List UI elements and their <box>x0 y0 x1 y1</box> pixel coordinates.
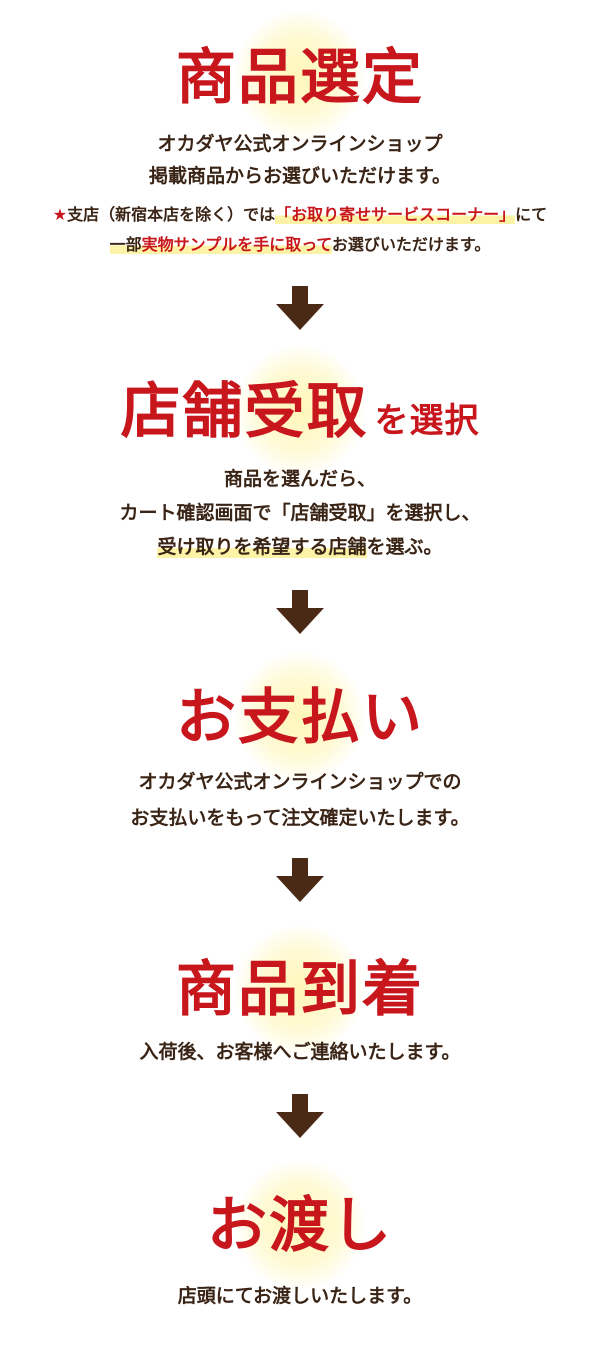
desc-line: オカダヤ公式オンラインショップでの <box>138 771 462 793</box>
desc-line: 入荷後、お客様へご連絡いたします。 <box>139 1041 461 1063</box>
desc-line: 商品を選んだら、 <box>223 468 376 490</box>
step-description: オカダヤ公式オンラインショップ 掲載商品からお選びいただけます。 <box>0 128 600 192</box>
step-description: 商品を選んだら、 カート確認画面で「店舗受取」を選択し、 受け取りを希望する店舗… <box>0 462 600 564</box>
step-note: ★支店（新宿本店を除く）では「お取り寄せサービスコーナー」にて 一部実物サンプル… <box>0 200 600 260</box>
down-arrow-icon <box>276 590 324 634</box>
title-glow <box>235 10 365 140</box>
desc-text: を選ぶ。 <box>366 536 443 558</box>
desc-line: 店頭にてお渡しいたします。 <box>177 1285 423 1307</box>
step-title-handover: お渡し <box>207 1191 393 1261</box>
note-text: にて <box>515 205 548 224</box>
title-glow <box>235 925 365 1055</box>
note-line: ★支店（新宿本店を除く）では「お取り寄せサービスコーナー」にて <box>0 200 600 230</box>
title-glow <box>235 1160 365 1290</box>
step-description: オカダヤ公式オンラインショップでの お支払いをもって注文確定いたします。 <box>0 764 600 836</box>
step-title-store-pickup: 店舗受取を選択 <box>0 372 600 461</box>
note-service-corner: 「お取り寄せサービスコーナー」 <box>275 205 516 224</box>
note-line: 一部実物サンプルを手に取ってお選びいただけます。 <box>0 230 600 260</box>
title-suffix: を選択 <box>374 401 480 441</box>
step-title-arrival: 商品到着 <box>176 955 424 1025</box>
note-sample-highlight: 実物サンプルを手に取って <box>141 235 332 254</box>
note-text: お選びいただけます。 <box>331 235 491 254</box>
title-glow <box>235 345 365 475</box>
step-description: 入荷後、お客様へご連絡いたします。 <box>0 1036 600 1068</box>
note-text: 一部 <box>109 235 142 254</box>
title-glow <box>235 652 365 782</box>
desc-line: 受け取りを希望する店舗を選ぶ。 <box>0 530 600 564</box>
desc-line: カート確認画面で「店舗受取」を選択し、 <box>119 502 481 524</box>
down-arrow-icon <box>276 286 324 330</box>
desc-line: 掲載商品からお選びいただけます。 <box>148 165 452 187</box>
desc-highlight: 受け取りを希望する店舗 <box>157 536 367 558</box>
title-main: 店舗受取 <box>120 377 369 447</box>
step-title-payment: お支払い <box>176 683 424 753</box>
step-title-product-selection: 商品選定 <box>176 43 424 113</box>
note-text: 支店（新宿本店を除く）では <box>67 205 276 224</box>
desc-line: お支払いをもって注文確定いたします。 <box>130 807 470 829</box>
desc-line: オカダヤ公式オンラインショップ <box>157 133 443 155</box>
down-arrow-icon <box>276 858 324 902</box>
down-arrow-icon <box>276 1094 324 1138</box>
step-description: 店頭にてお渡しいたします。 <box>0 1280 600 1312</box>
star-icon: ★ <box>52 205 68 224</box>
